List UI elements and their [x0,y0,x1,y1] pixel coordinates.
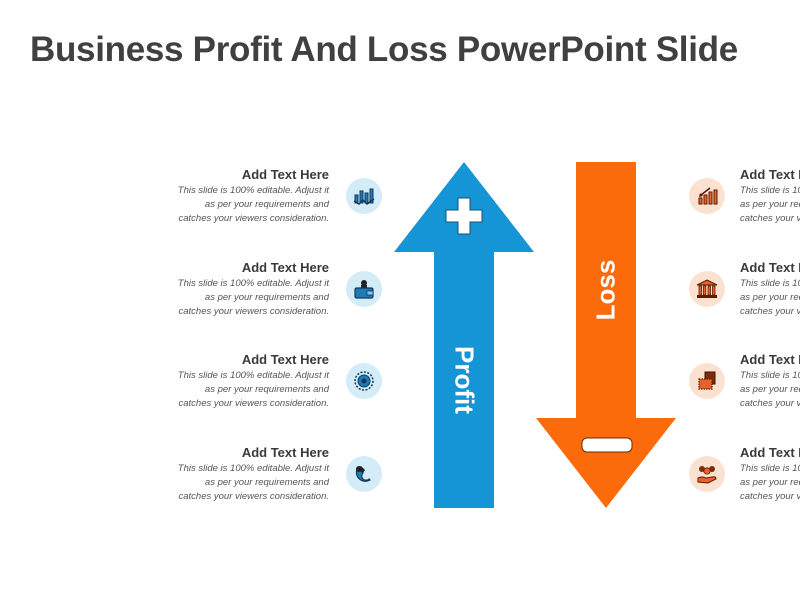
item-desc-line: catches your viewers consideration. [740,398,800,409]
item-title: Add Text Here [740,167,800,182]
coins-hand-icon [689,456,725,492]
item-desc-line: This slide is 100% editable. Adjust it [177,370,329,381]
item-desc-line: catches your viewers consideration. [740,491,800,502]
item-desc-line: This slide is 100% editable. Adjust it [740,185,800,196]
right-item-2: Add Text Here This slide is 100% editabl… [740,260,800,319]
left-item-1: Add Text Here This slide is 100% editabl… [154,167,329,226]
item-title: Add Text Here [241,167,329,182]
profit-label: Profit [449,346,480,414]
minus-icon [581,437,633,453]
item-desc-line: as per your requirements and [740,199,800,210]
item-title: Add Text Here [740,260,800,275]
left-item-2: Add Text Here This slide is 100% editabl… [154,260,329,319]
left-item-3: Add Text Here This slide is 100% editabl… [154,352,329,411]
item-title: Add Text Here [740,352,800,367]
item-desc-line: catches your viewers consideration. [740,213,800,224]
magnet-icon [346,456,382,492]
item-desc-line: catches your viewers consideration. [178,491,330,502]
item-desc-line: This slide is 100% editable. Adjust it [177,185,329,196]
loss-arrow [536,162,676,508]
item-desc-line: catches your viewers consideration. [178,398,330,409]
profit-arrow [394,162,534,508]
slide-title: Business Profit And Loss PowerPoint Slid… [30,30,738,69]
item-desc-line: This slide is 100% editable. Adjust it [740,463,800,474]
declining-chart-icon [689,178,725,214]
item-desc-line: as per your requirements and [204,292,329,303]
item-title: Add Text Here [241,445,329,460]
item-desc-line: as per your requirements and [740,384,800,395]
item-desc-line: catches your viewers consideration. [178,213,330,224]
item-desc-line: This slide is 100% editable. Adjust it [740,278,800,289]
item-desc-line: as per your requirements and [740,292,800,303]
gear-coin-icon [346,363,382,399]
right-item-4: Add Text Here This slide is 100% editabl… [740,445,800,504]
item-desc-line: This slide is 100% editable. Adjust it [740,370,800,381]
item-desc-line: as per your requirements and [204,384,329,395]
item-desc-line: This slide is 100% editable. Adjust it [177,463,329,474]
bar-chart-icon [346,178,382,214]
item-desc-line: catches your viewers consideration. [178,306,330,317]
item-desc-line: as per your requirements and [204,477,329,488]
item-title: Add Text Here [241,352,329,367]
money-bills-icon [689,363,725,399]
plus-icon [445,197,483,235]
left-item-4: Add Text Here This slide is 100% editabl… [154,445,329,504]
item-desc-line: This slide is 100% editable. Adjust it [177,278,329,289]
bank-icon [689,271,725,307]
right-item-3: Add Text Here This slide is 100% editabl… [740,352,800,411]
item-desc-line: as per your requirements and [740,477,800,488]
wallet-icon [346,271,382,307]
item-desc-line: catches your viewers consideration. [740,306,800,317]
item-desc-line: as per your requirements and [204,199,329,210]
item-title: Add Text Here [241,260,329,275]
right-item-1: Add Text Here This slide is 100% editabl… [740,167,800,226]
loss-label: Loss [590,259,621,321]
item-title: Add Text Here [740,445,800,460]
